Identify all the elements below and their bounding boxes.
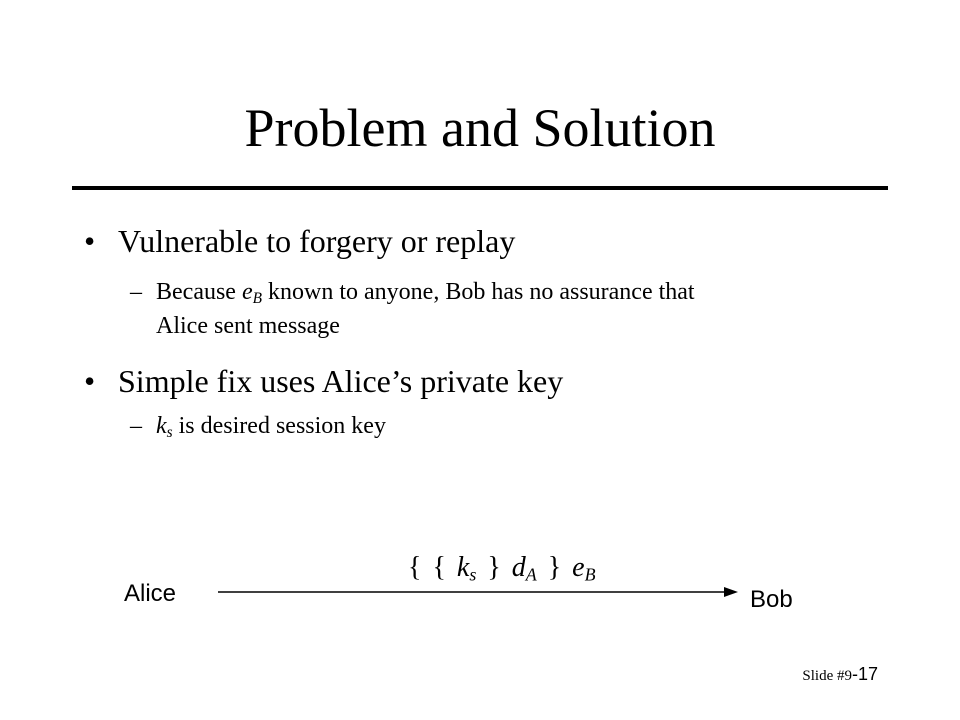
bullet-glyph: • — [84, 223, 96, 259]
message-label: { { ks } dA } eB — [408, 552, 596, 585]
receiver-bob: Bob — [750, 586, 793, 613]
bullet-text: Vulnerable to forgery or replay — [118, 223, 516, 259]
title-divider — [72, 186, 888, 190]
sub-bullet-line-2: Alice sent message — [156, 313, 340, 339]
slide-number: Slide #9-17 — [802, 664, 878, 684]
message-arrow — [218, 587, 738, 597]
dash-glyph: – — [130, 413, 142, 439]
bullet-simple-fix: • Simple fix uses Alice’s private key — [84, 362, 563, 400]
bullet-text: Simple fix uses Alice’s private key — [118, 363, 564, 399]
bullet-vulnerable: • Vulnerable to forgery or replay — [84, 222, 515, 260]
dash-glyph: – — [130, 279, 142, 305]
sub-bullet-line-1: Because eB known to anyone, Bob has no a… — [156, 279, 695, 307]
sub-bullet-text: ks is desired session key — [156, 413, 386, 441]
slide-title: Problem and Solution — [244, 98, 716, 158]
bullet-glyph: • — [84, 363, 96, 399]
sender-alice: Alice — [124, 580, 177, 607]
arrowhead-icon — [724, 587, 738, 597]
